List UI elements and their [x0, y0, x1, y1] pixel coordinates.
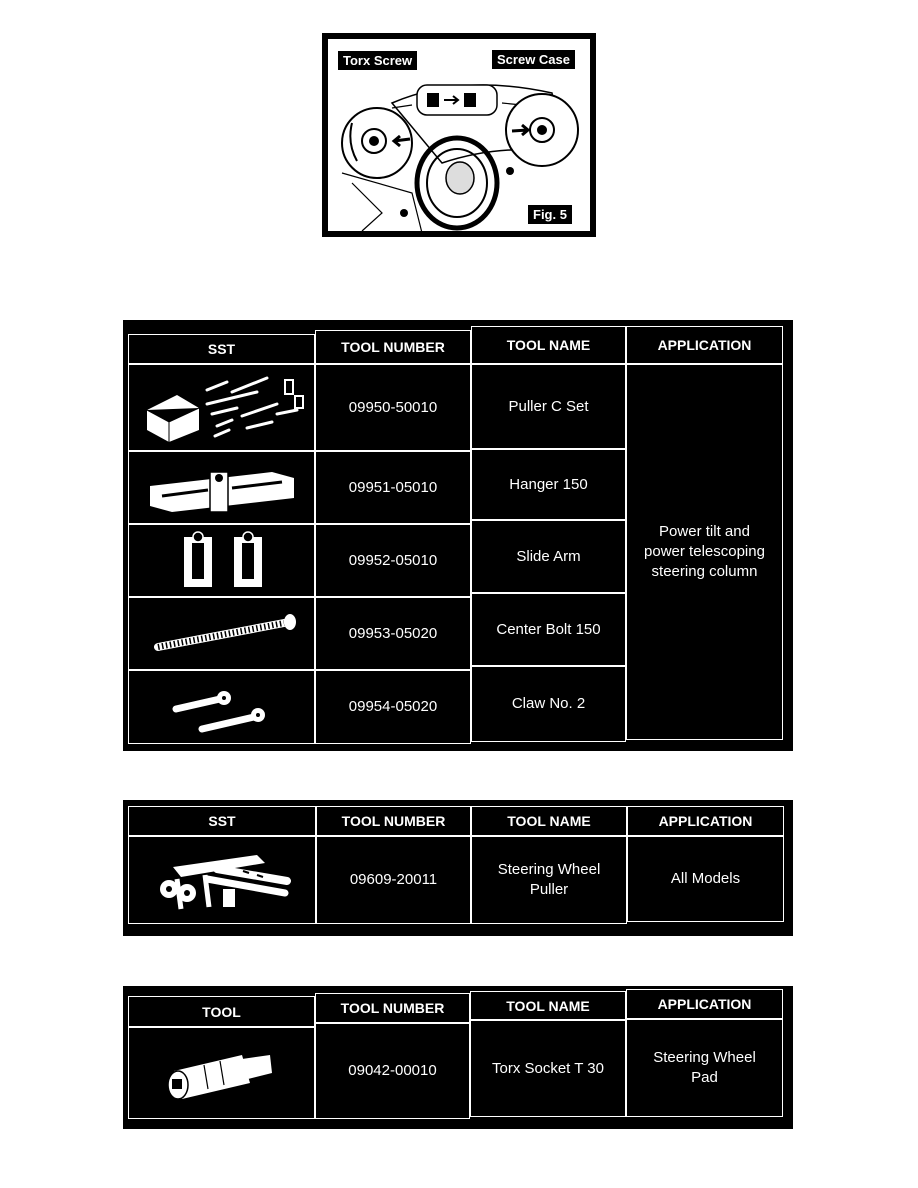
tool-name-cell: Puller C Set	[471, 364, 626, 449]
tool-number-cell: 09951-05010	[315, 451, 471, 524]
torx-screw-callout: Torx Screw	[336, 49, 420, 72]
tool-number-cell: 09609-20011	[316, 836, 471, 924]
claw-icon	[128, 670, 315, 744]
header-sst: SST	[128, 806, 316, 836]
application-line: steering column	[651, 563, 758, 580]
application-cell: Power tilt and power telescoping steerin…	[626, 364, 783, 740]
application-cell: Steering Wheel Pad	[626, 1019, 783, 1117]
header-application: APPLICATION	[626, 326, 783, 364]
tool-number-cell: 09950-50010	[315, 364, 471, 451]
header-tool: TOOL	[128, 996, 315, 1027]
application-line: Steering Wheel	[653, 1049, 756, 1066]
figure-label: Fig. 5	[526, 203, 574, 226]
header-tool-name: TOOL NAME	[471, 806, 627, 836]
tool-name-cell: Slide Arm	[471, 520, 626, 593]
tool-name-cell: Claw No. 2	[471, 666, 626, 742]
application-cell: All Models	[627, 836, 784, 922]
slide-arm-icon	[128, 524, 315, 597]
tool-name-cell: Steering Wheel Puller	[471, 836, 627, 924]
steering-wheel-illustration	[328, 39, 590, 234]
sst-table-steering-wheel-puller: SST TOOL NUMBER TOOL NAME APPLICATION 09…	[123, 800, 793, 936]
tool-number-cell: 09042-00010	[315, 1023, 470, 1119]
torx-socket-icon	[128, 1027, 315, 1119]
application-line: Pad	[691, 1069, 718, 1086]
tool-number-cell: 09952-05010	[315, 524, 471, 597]
steering-wheel-puller-icon	[128, 836, 316, 924]
tool-name-cell: Center Bolt 150	[471, 593, 626, 666]
tool-table-torx-socket: TOOL TOOL NUMBER TOOL NAME APPLICATION 0…	[123, 986, 793, 1129]
tool-number-cell: 09954-05020	[315, 670, 471, 744]
header-tool-number: TOOL NUMBER	[316, 806, 471, 836]
tool-name-cell: Torx Socket T 30	[470, 1020, 626, 1117]
tool-name-line: Steering Wheel	[497, 861, 601, 878]
header-sst: SST	[128, 334, 315, 364]
header-application: APPLICATION	[627, 806, 784, 836]
header-tool-name: TOOL NAME	[471, 326, 626, 364]
tool-name-cell: Hanger 150	[471, 449, 626, 520]
center-bolt-icon	[128, 597, 315, 670]
header-tool-number: TOOL NUMBER	[315, 993, 470, 1023]
header-tool-number: TOOL NUMBER	[315, 330, 471, 364]
header-application: APPLICATION	[626, 989, 783, 1019]
figure-5: Torx Screw Screw Case Fig. 5	[322, 33, 596, 237]
puller-c-set-case-icon	[128, 364, 315, 451]
tool-name-line: Puller	[529, 881, 569, 898]
application-line: power telescoping	[644, 543, 765, 560]
application-line: Power tilt and	[659, 523, 750, 540]
header-tool-name: TOOL NAME	[470, 991, 626, 1020]
sst-table-puller-set: SST TOOL NUMBER TOOL NAME APPLICATION 09…	[123, 320, 793, 751]
hanger-icon	[128, 451, 315, 524]
tool-number-cell: 09953-05020	[315, 597, 471, 670]
screw-case-callout: Screw Case	[490, 48, 577, 71]
